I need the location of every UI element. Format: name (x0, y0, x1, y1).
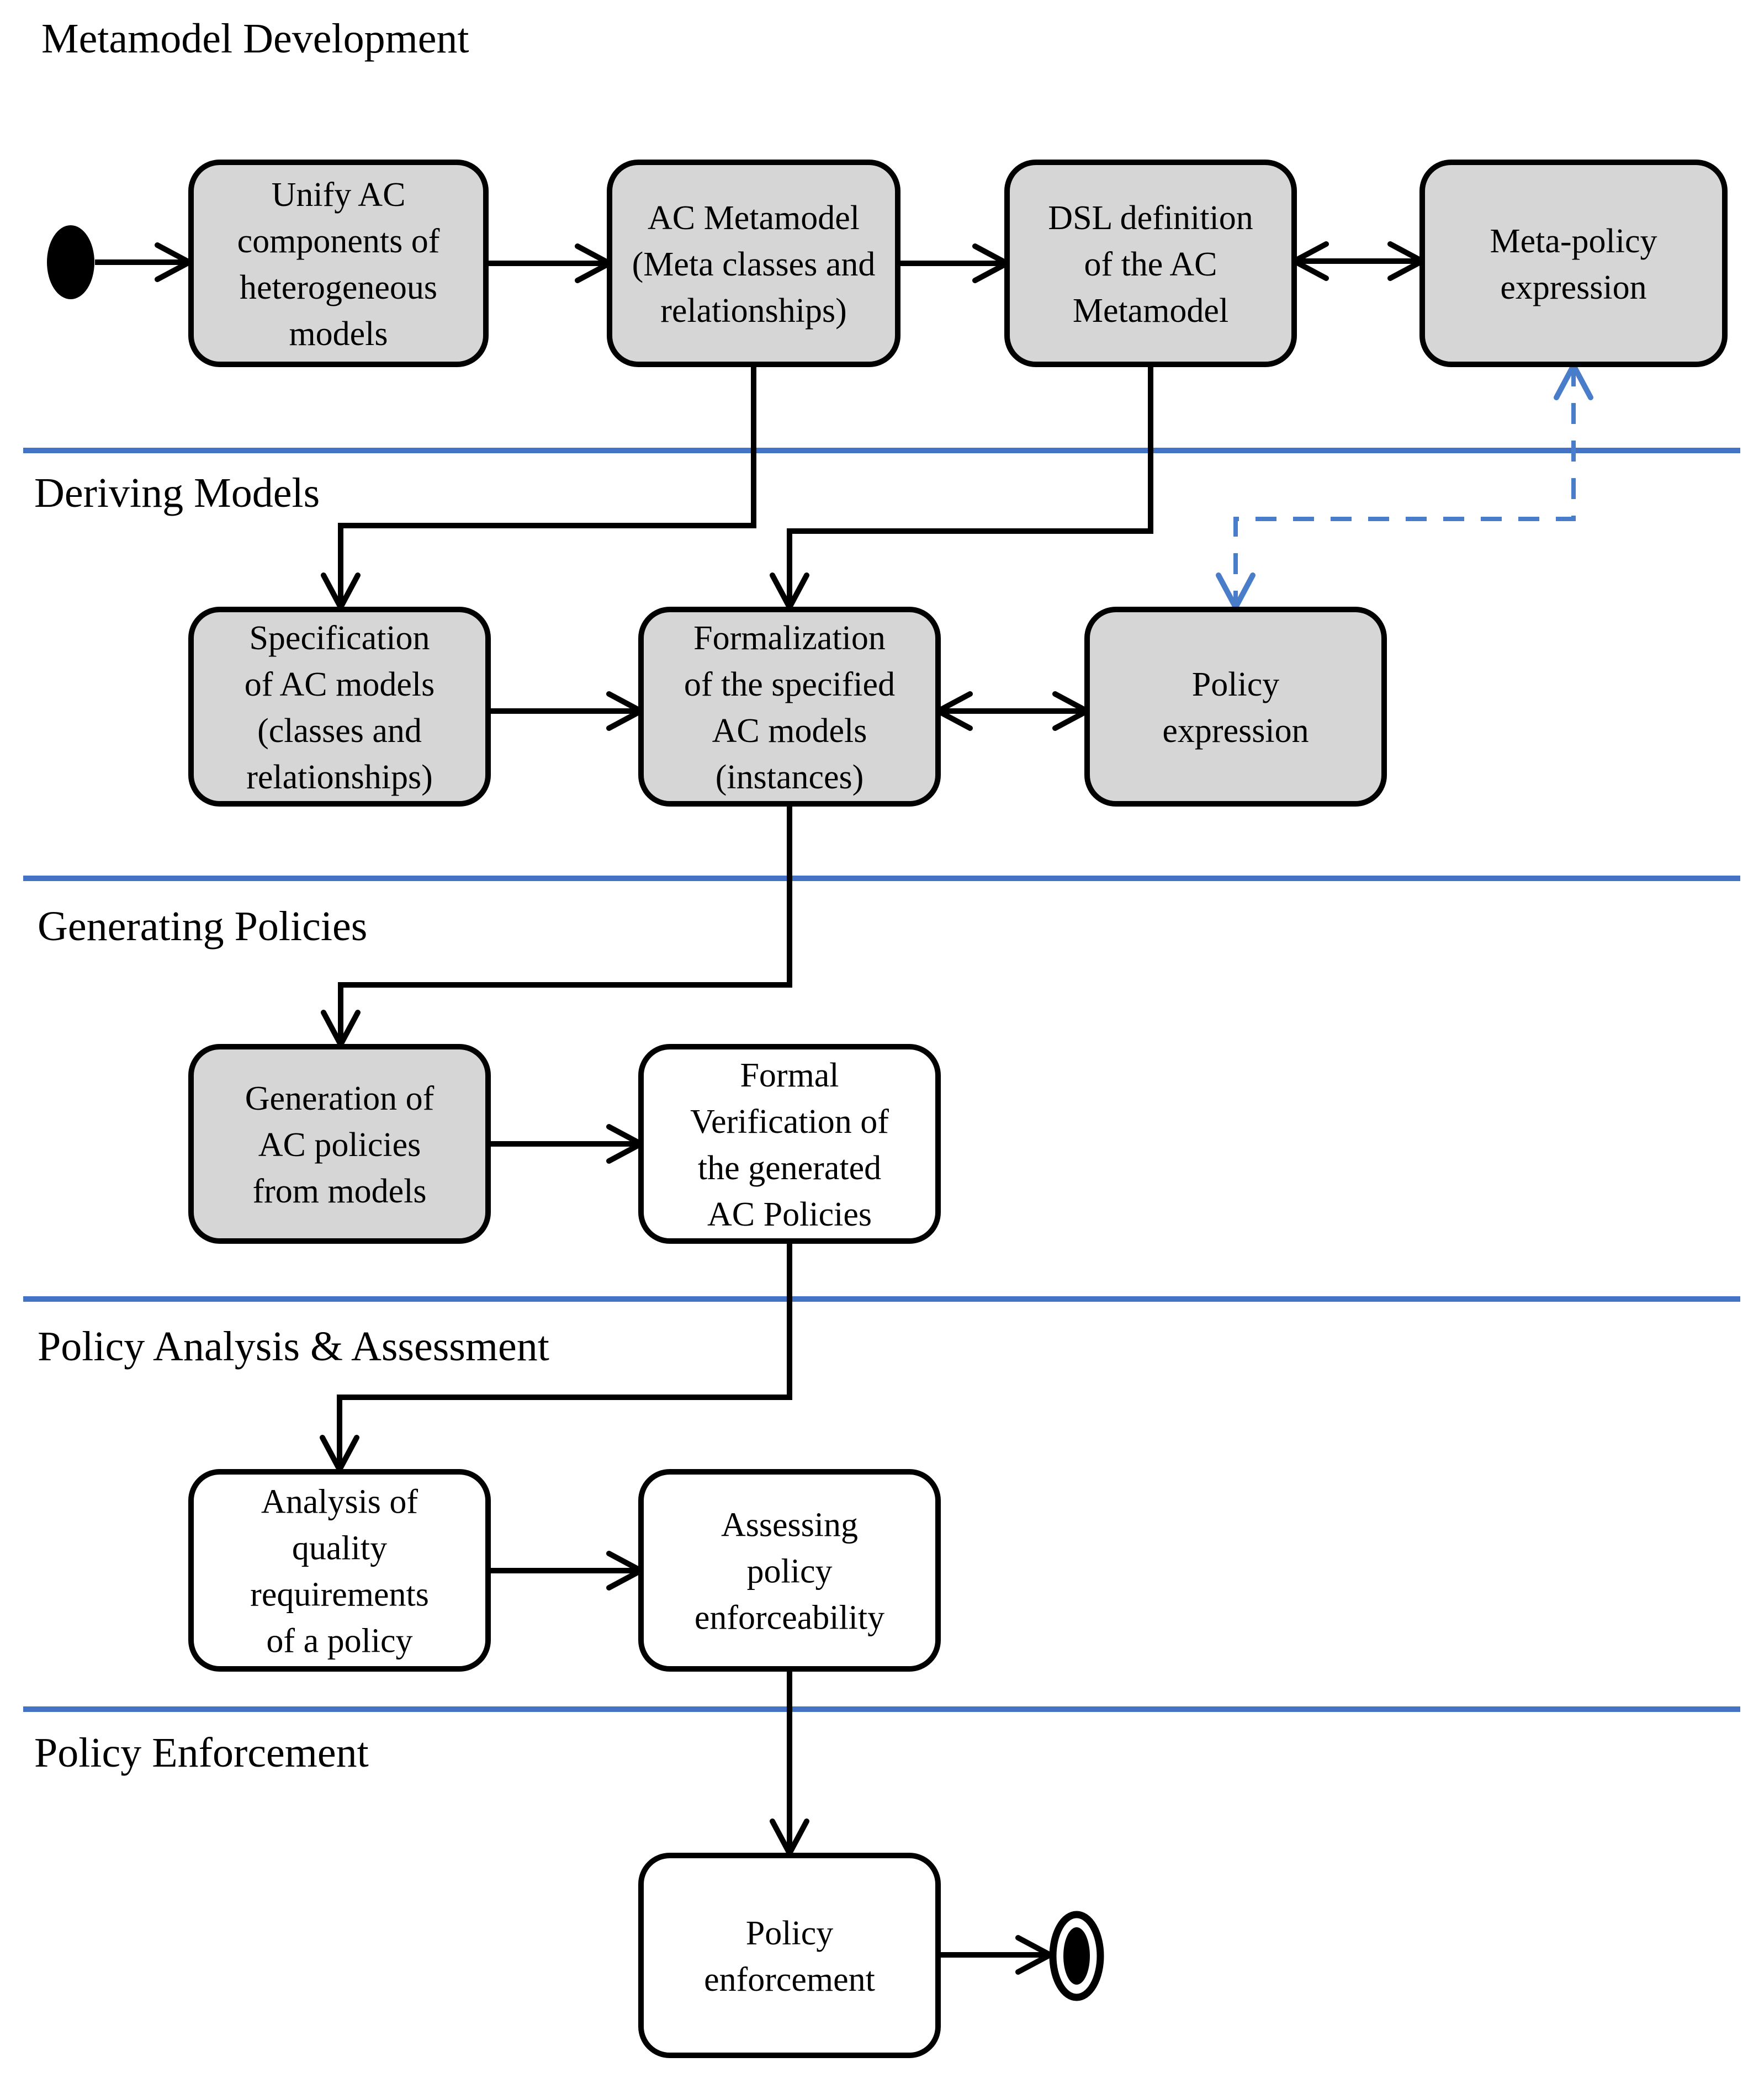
node-unify-ac-components (188, 160, 489, 367)
edge-meta-policy-and-policy-expression (1233, 365, 1576, 607)
edge-formalization-to-generation (338, 804, 792, 1045)
node-ac-metamodel (607, 160, 900, 367)
lane-title-generating-policies: Generating Policies (38, 903, 367, 950)
node-assessing-enforceability (638, 1469, 941, 1672)
edge-metamodel-to-specification (338, 364, 756, 607)
node-meta-policy-expression (1419, 160, 1728, 367)
lane-title-deriving-models: Deriving Models (34, 470, 320, 516)
lane-title-policy-analysis: Policy Analysis & Assessment (38, 1323, 549, 1370)
node-generation-ac-policies (188, 1044, 491, 1244)
node-policy-enforcement-node (638, 1853, 941, 2058)
edge-verification-to-analysis (337, 1241, 792, 1470)
node-specification-ac-models (188, 607, 491, 807)
node-formalization-ac-models (638, 607, 941, 807)
edge-dsl-to-formalization (787, 364, 1153, 607)
node-analysis-quality (188, 1469, 491, 1672)
node-dsl-definition (1004, 160, 1297, 367)
node-policy-expression (1084, 607, 1387, 807)
lane-title-metamodel-development: Metamodel Development (41, 15, 469, 62)
lane-title-policy-enforcement: Policy Enforcement (34, 1730, 369, 1776)
end-node-core (1063, 1927, 1090, 1985)
node-formal-verification (638, 1044, 941, 1244)
start-node (47, 225, 94, 299)
